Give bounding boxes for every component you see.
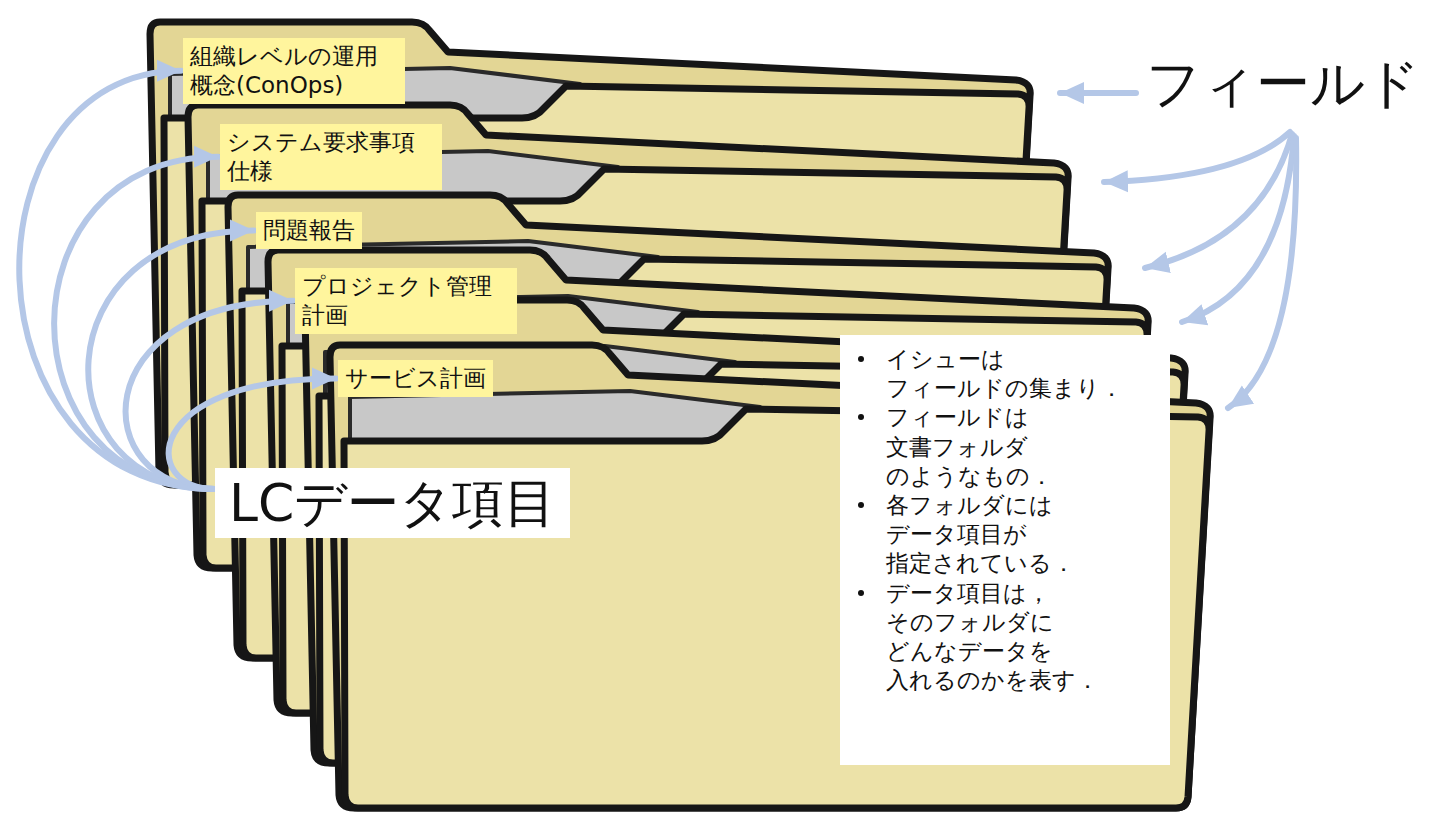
leader-arrow <box>1104 132 1290 182</box>
field-name: サービス計画 <box>345 364 486 393</box>
bullet-dot <box>858 414 864 420</box>
note-text: 各フォルダには データ項目が 指定されている． <box>886 491 1160 579</box>
field-tab-label: 問題報告 <box>256 212 362 249</box>
note-box: イシューは フィールドの集まり．フィールドは 文書フォルダ のようなもの．各フォ… <box>840 335 1170 765</box>
leader-arrow <box>1145 134 1292 268</box>
leader-arrow <box>1228 138 1296 408</box>
bullet-item: イシューは フィールドの集まり． <box>850 345 1160 403</box>
note-text: データ項目は， そのフォルダに どんなデータを 入れるのかを表す． <box>886 579 1160 696</box>
bullet-item: フィールドは 文書フォルダ のようなもの． <box>850 403 1160 491</box>
field-heading: フィールド <box>1146 52 1420 117</box>
field-tab-label: 組織レベルの運用 概念(ConOps) <box>183 38 405 104</box>
field-name: 組織レベルの運用 概念(ConOps) <box>190 42 398 100</box>
bullet-item: 各フォルダには データ項目が 指定されている． <box>850 491 1160 579</box>
bullet-item: データ項目は， そのフォルダに どんなデータを 入れるのかを表す． <box>850 579 1160 696</box>
data-item-box: LCデータ項目 <box>215 468 570 538</box>
leader-arrow <box>1182 136 1294 322</box>
bullet-dot <box>858 590 864 596</box>
field-name: プロジェクト管理 計画 <box>302 272 510 330</box>
note-text: イシューは フィールドの集まり． <box>886 345 1160 403</box>
field-name: 問題報告 <box>263 216 355 245</box>
bullet-dot <box>858 502 864 508</box>
curved-arrow <box>126 301 293 489</box>
field-name: システム要求事項 仕様 <box>227 128 435 186</box>
bullet-dot <box>858 356 864 362</box>
curved-arrow <box>19 71 215 489</box>
field-tab-label: サービス計画 <box>338 360 493 397</box>
field-tab-label: プロジェクト管理 計画 <box>295 268 517 334</box>
note-text: フィールドは 文書フォルダ のようなもの． <box>886 403 1160 491</box>
leader-arrow <box>1060 90 1136 96</box>
field-tab-label: システム要求事項 仕様 <box>220 124 442 190</box>
data-item-title: LCデータ項目 <box>229 472 556 534</box>
